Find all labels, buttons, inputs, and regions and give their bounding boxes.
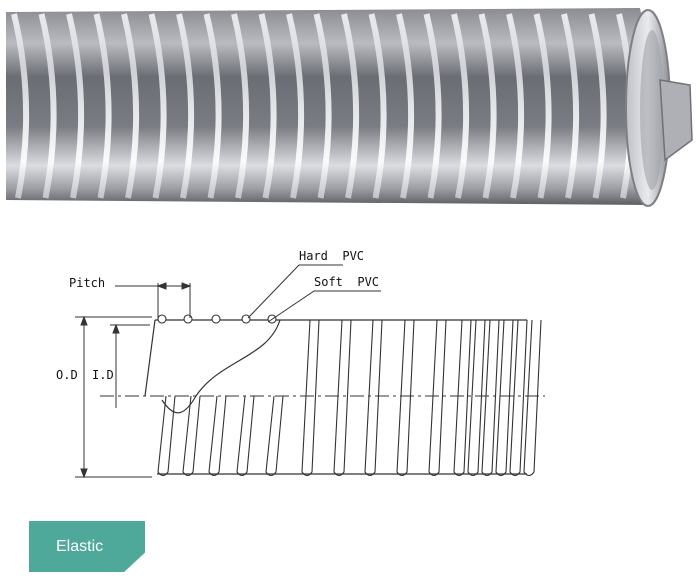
od-dimension	[75, 315, 152, 479]
elastic-badge-text: Elastic	[56, 537, 104, 555]
photo-rib	[258, 13, 277, 199]
rib-bead	[211, 314, 221, 324]
helix-rib	[236, 395, 255, 477]
cutaway-edge	[161, 319, 281, 414]
helix-rib	[182, 395, 201, 477]
helix-rib	[157, 395, 176, 477]
helix-ribs	[157, 319, 542, 477]
photo-rib	[231, 13, 250, 199]
rib-bead	[241, 314, 251, 324]
helix-rib	[364, 319, 383, 477]
helix-rib	[428, 319, 447, 477]
pitch-label: Pitch	[69, 276, 105, 290]
soft-pvc-label: Soft PVC	[314, 275, 379, 289]
hose-photo	[0, 0, 700, 215]
photo-rib	[148, 13, 167, 199]
rib-beads	[157, 314, 277, 324]
photo-rib	[506, 13, 525, 199]
helix-rib	[208, 395, 227, 477]
photo-rib	[93, 13, 112, 199]
photo-rib	[423, 13, 442, 199]
helix-rib	[523, 319, 542, 477]
helix-rib	[481, 319, 500, 477]
photo-rib	[368, 13, 387, 199]
helix-rib	[453, 319, 472, 477]
hard-pvc-label: Hard PVC	[299, 249, 364, 263]
photo-rib	[38, 13, 57, 199]
id-label: I.D	[92, 368, 114, 382]
photo-rib	[313, 13, 332, 199]
photo-rib	[533, 13, 552, 199]
id-dimension	[110, 323, 150, 408]
hose-diagram: Hard PVC Soft PVC Pitch O.D I.D	[56, 249, 545, 479]
photo-rib	[478, 13, 497, 199]
helix-rib	[301, 319, 320, 477]
photo-rib	[203, 13, 222, 199]
photo-rib	[341, 13, 360, 199]
photo-rib	[588, 13, 607, 199]
rib-bead	[183, 314, 193, 324]
helix-rib	[396, 319, 415, 477]
helix-rib	[467, 319, 486, 477]
pitch-dimension	[115, 282, 192, 318]
photo-rib	[121, 13, 140, 199]
photo-rib	[66, 13, 85, 199]
photo-rib	[286, 13, 305, 199]
photo-rib	[11, 13, 30, 199]
elastic-badge: Elastic	[29, 521, 145, 572]
photo-rib	[561, 13, 580, 199]
helix-rib	[265, 395, 284, 477]
photo-rib	[396, 13, 415, 199]
helix-rib	[509, 319, 528, 477]
leader-lines	[247, 264, 381, 323]
photo-rib	[451, 13, 470, 199]
photo-rib	[176, 13, 195, 199]
helix-rib	[333, 319, 352, 477]
od-label: O.D	[56, 368, 78, 382]
helix-rib	[495, 319, 514, 477]
rib-bead	[157, 314, 167, 324]
